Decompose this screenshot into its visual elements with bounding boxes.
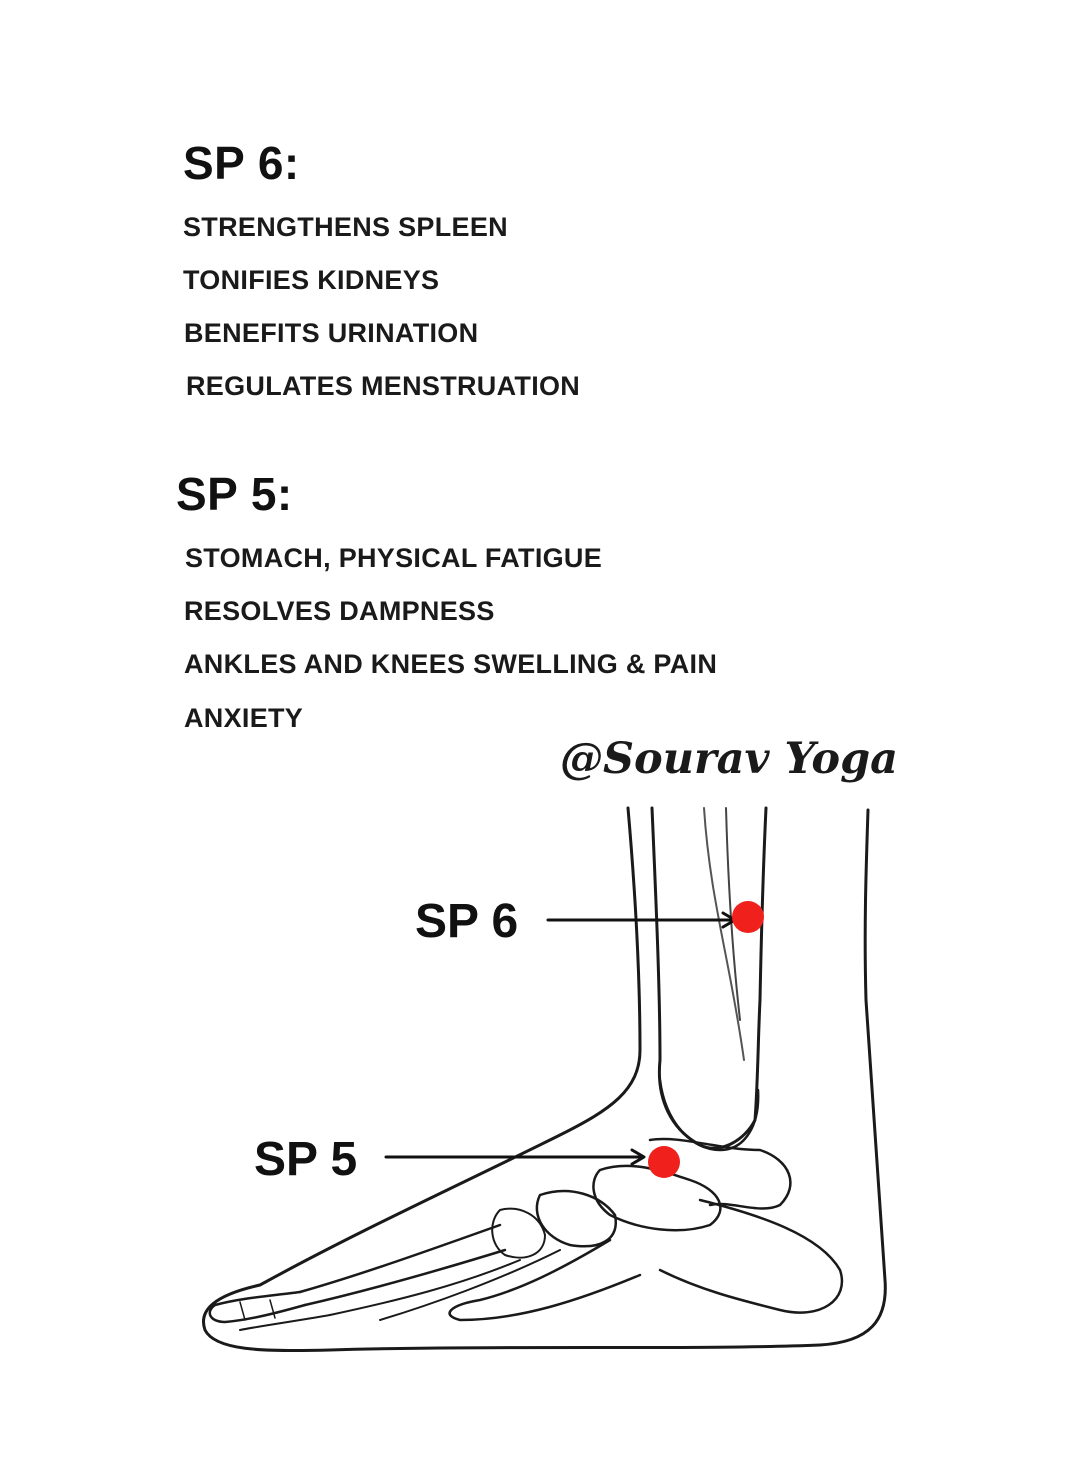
calcaneus-bone: [658, 1198, 844, 1314]
sp5-point: [648, 1146, 680, 1178]
sp6-benefit: REGULATES MENSTRUATION: [186, 371, 581, 401]
sp5-benefit: ANKLES AND KNEES SWELLING & PAIN: [184, 649, 718, 679]
sp6-arrow: [546, 911, 737, 929]
sp6-heading: SP 6:: [183, 137, 300, 189]
sp5-benefit: STOMACH, PHYSICAL FATIGUE: [185, 543, 603, 573]
leg-outline: [202, 806, 887, 1353]
sp6-point: [732, 901, 764, 933]
sp6-benefit: TONIFIES KIDNEYS: [183, 265, 440, 295]
sp5-heading: SP 5:: [176, 468, 293, 520]
sp6-diagram-label: SP 6: [415, 895, 519, 948]
sp5-diagram-label: SP 5: [254, 1133, 358, 1186]
watermark: @Sourav Yoga: [560, 734, 899, 784]
talus-bone: [648, 1137, 792, 1210]
sp6-benefit: STRENGTHENS SPLEEN: [183, 212, 508, 242]
sp6-benefit: BENEFITS URINATION: [184, 318, 479, 348]
sp5-benefit: ANXIETY: [184, 703, 304, 733]
sp5-benefit: RESOLVES DAMPNESS: [184, 596, 495, 626]
sp5-arrow: [384, 1148, 646, 1166]
